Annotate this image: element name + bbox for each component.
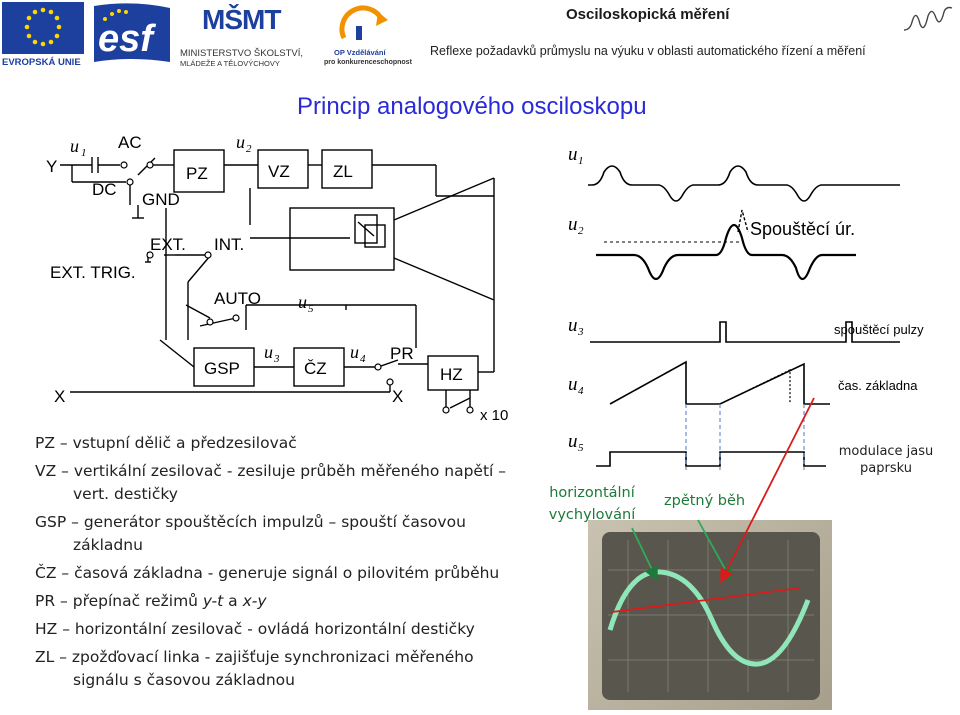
timebase-label: čas. základna — [838, 378, 918, 393]
box-hz: HZ — [440, 365, 463, 384]
label-u2: u — [236, 132, 245, 152]
esf-logo: esf — [92, 2, 172, 68]
label-x10: x 10 — [480, 407, 508, 424]
legend-item-hz: HZ – horizontální zesilovač - ovládá hor… — [35, 618, 506, 641]
msmt-mark: MŠMT — [202, 4, 280, 36]
legend-mode-xy: x-y — [243, 592, 267, 610]
legend-text: vstupní dělič a předzesilovač — [73, 434, 297, 452]
legend-abbr: ČZ — [35, 564, 56, 582]
trigger-pulses-label: spouštěcí pulzy — [834, 322, 924, 337]
legend-text: časová základna - generuje signál o pilo… — [74, 564, 499, 582]
esf-label: esf — [98, 18, 153, 61]
wave-label-u2: u — [568, 214, 578, 235]
legend-text: zpožďovací linka - zajišťuje synchroniza… — [72, 648, 474, 666]
label-ac: AC — [118, 133, 142, 152]
label-pr: PR — [390, 344, 414, 363]
legend-text: vertikální zesilovač - zesiluje průběh m… — [74, 462, 506, 480]
op-logo: OP Vzdělávání pro konkurenceschopnost — [330, 2, 410, 68]
legend-text-cont: signálu s časovou základnou — [35, 669, 506, 692]
label-u1-sub: 1 — [81, 147, 87, 159]
beam-modulation-label: modulace jasu paprsku — [838, 443, 934, 477]
legend-text: horizontální zesilovač - ovládá horizont… — [75, 620, 475, 638]
label-x-left: X — [54, 387, 65, 406]
legend-abbr: ZL — [35, 648, 54, 666]
legend-text-cont: vert. destičky — [35, 483, 506, 506]
label-u5: u — [298, 292, 307, 312]
block-diagram: Y u 1 AC DC GND u 2 PZ VZ ZL EXT. INT. E… — [0, 125, 530, 425]
beam-modulation-line1: modulace jasu — [838, 443, 934, 460]
header-title: Osciloskopická měření — [566, 6, 729, 23]
label-u4-sub: 4 — [360, 353, 366, 365]
legend-text: přepínač režimů — [73, 592, 203, 610]
legend-abbr: PR — [35, 592, 55, 610]
op-logo-icon — [330, 2, 410, 46]
label-auto: AUTO — [214, 289, 261, 308]
op-line1: OP Vzdělávání — [334, 48, 386, 57]
legend-text-mid: a — [223, 592, 242, 610]
box-zl: ZL — [333, 162, 353, 181]
page-title: Princip analogového osciloskopu — [297, 93, 647, 121]
label-u2-sub: 2 — [246, 143, 252, 155]
box-gsp: GSP — [204, 359, 240, 378]
label-ext: EXT. — [150, 235, 186, 254]
legend-mode-yt: y-t — [203, 592, 223, 610]
label-dc: DC — [92, 180, 117, 199]
wave-label-u2-sub: 2 — [578, 225, 584, 237]
waveform-u1 — [588, 166, 900, 201]
legend-abbr: PZ — [35, 434, 55, 452]
legend-item-gsp: GSP – generátor spouštěcích impulzů – sp… — [35, 511, 506, 557]
label-gnd: GND — [142, 190, 180, 209]
eu-flag-icon — [2, 2, 84, 54]
label-x-right: X — [392, 387, 403, 406]
legend-abbr: GSP — [35, 513, 66, 531]
msmt-line1: MINISTERSTVO ŠKOLSTVÍ, — [180, 48, 303, 59]
legend-item-cz: ČZ – časová základna - generuje signál o… — [35, 562, 506, 585]
header-subtitle: Reflexe požadavků průmyslu na výuku v ob… — [430, 44, 866, 58]
label-u5-sub: 5 — [308, 303, 314, 315]
trigger-level-label: Spouštěcí úr. — [750, 219, 855, 239]
eu-logo: EVROPSKÁ UNIE — [2, 2, 84, 68]
legend-text: generátor spouštěcích impulzů – spouští … — [84, 513, 466, 531]
label-int: INT. — [214, 235, 244, 254]
abbreviation-legend: PZ – vstupní dělič a předzesilovač VZ – … — [35, 432, 506, 697]
legend-item-pz: PZ – vstupní dělič a předzesilovač — [35, 432, 506, 455]
label-u3-sub: 3 — [273, 353, 280, 365]
label-u3: u — [264, 342, 273, 362]
box-vz: VZ — [268, 162, 290, 181]
box-cz: ČZ — [304, 359, 327, 378]
wave-label-u3: u — [568, 315, 578, 336]
legend-item-zl: ZL – zpožďovací linka - zajišťuje synchr… — [35, 646, 506, 692]
label-u1: u — [70, 136, 79, 156]
legend-item-pr: PR – přepínač režimů y-t a x-y — [35, 590, 506, 613]
beam-modulation-line2: paprsku — [838, 460, 934, 477]
label-y: Y — [46, 157, 57, 176]
wave-label-u1: u — [568, 144, 578, 165]
eu-label: EVROPSKÁ UNIE — [2, 57, 84, 68]
legend-abbr: VZ — [35, 462, 56, 480]
legend-abbr: HZ — [35, 620, 57, 638]
op-line2: pro konkurenceschopnost — [324, 59, 412, 66]
legend-item-vz: VZ – vertikální zesilovač - zesiluje prů… — [35, 460, 506, 506]
wave-label-u1-sub: 1 — [578, 155, 584, 167]
legend-text-cont: základnu — [35, 534, 506, 557]
msmt-line2: MLÁDEŽE A TĚLOVÝCHOVY — [180, 59, 280, 68]
label-u4: u — [350, 342, 359, 362]
wave-label-u3-sub: 3 — [577, 326, 584, 338]
annotation-arrows — [560, 380, 820, 630]
box-pz: PZ — [186, 164, 208, 183]
header-logo-icon — [902, 4, 954, 36]
label-ext-trig: EXT. TRIG. — [50, 263, 136, 282]
msmt-logo: MŠMT MINISTERSTVO ŠKOLSTVÍ, MLÁDEŽE A TĚ… — [180, 2, 330, 68]
